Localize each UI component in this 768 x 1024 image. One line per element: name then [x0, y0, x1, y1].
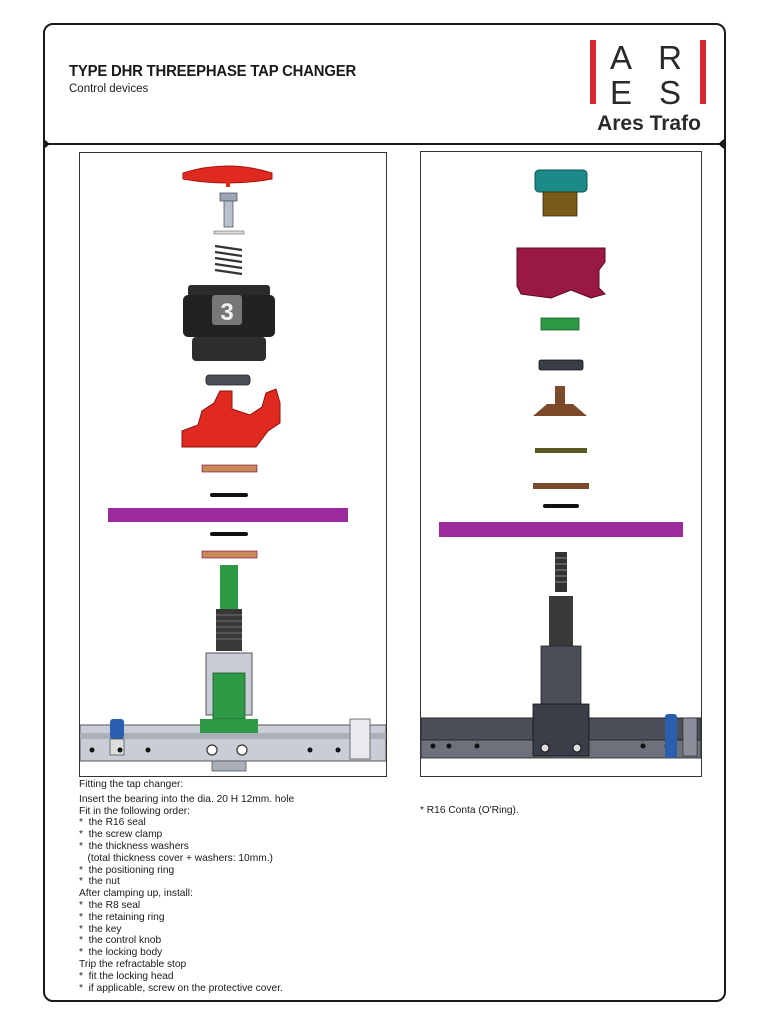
cover-plate	[439, 522, 683, 537]
logo-letter-r: R	[658, 39, 682, 76]
shaft-part	[216, 565, 242, 651]
instruction-line: * the positioning ring	[79, 864, 175, 876]
drive-rail	[421, 703, 701, 759]
logo-letter-a: A	[610, 39, 632, 76]
instruction-line: Insert the bearing into the dia. 20 H 12…	[79, 793, 295, 805]
instruction-line: * the nut	[79, 876, 120, 888]
page-frame	[43, 23, 726, 1002]
positioning-ring-part	[181, 388, 281, 448]
header-divider	[43, 143, 726, 145]
instruction-line: * the key	[79, 923, 122, 935]
instruction-line: * the R8 seal	[79, 899, 141, 911]
instruction-line: Fit in the following order:	[79, 805, 190, 817]
instruction-line: * the retaining ring	[79, 911, 165, 923]
washer-part	[535, 448, 587, 453]
instruction-line: * the control knob	[79, 935, 162, 947]
divider-arrow-right	[718, 139, 724, 149]
key-part	[540, 317, 580, 331]
logo-letter-e: E	[610, 74, 632, 111]
spring-part	[214, 244, 243, 276]
seal-ring	[543, 504, 579, 508]
instruction-line: Trip the refractable stop	[79, 958, 187, 970]
thickness-washer	[201, 464, 258, 473]
bearing-housing	[205, 652, 253, 720]
bolt-part	[219, 192, 238, 228]
instruction-line: After clamping up, install:	[79, 888, 193, 900]
left-assembly-figure: 3	[79, 152, 387, 777]
instruction-line: * the locking body	[79, 947, 163, 959]
locking-head-part	[182, 165, 273, 187]
page-subtitle: Control devices	[69, 83, 149, 95]
drive-rail	[80, 718, 386, 772]
instruction-line: * the R16 seal	[79, 817, 146, 829]
right-figure-note: * R16 Conta (O'Ring).	[420, 805, 519, 816]
logo-brand: Ares Trafo	[597, 112, 701, 134]
instruction-line: Fitting the tap changer:	[79, 779, 184, 790]
ares-trafo-logo: A R E S Ares Trafo	[588, 38, 710, 135]
logo-letter-s: S	[659, 74, 681, 111]
protective-cover-part	[534, 169, 588, 217]
washer-part	[533, 483, 589, 489]
knob-number: 3	[220, 299, 233, 326]
cover-plate	[108, 508, 348, 522]
seal-ring	[210, 532, 248, 536]
divider-arrow-left	[44, 139, 50, 149]
right-assembly-figure	[420, 151, 702, 777]
shaft-part	[540, 552, 582, 707]
fitting-instructions: Fitting the tap changer: Insert the bear…	[79, 779, 294, 994]
instruction-line: * the thickness washers	[79, 840, 189, 852]
instruction-line: (total thickness cover + washers: 10mm.)	[79, 852, 273, 864]
control-knob-part: 3	[183, 285, 275, 361]
retaining-ring-part	[533, 386, 587, 416]
instruction-line: * if applicable, screw on the protective…	[79, 982, 283, 994]
seal-ring	[210, 493, 248, 497]
locking-body-part	[516, 247, 606, 299]
page-title: TYPE DHR THREEPHASE TAP CHANGER	[69, 63, 357, 80]
thickness-washer	[201, 550, 258, 559]
nut-part	[205, 374, 251, 386]
instruction-line: * fit the locking head	[79, 970, 174, 982]
nut-part	[538, 359, 584, 371]
instruction-line: * the screw clamp	[79, 829, 163, 841]
